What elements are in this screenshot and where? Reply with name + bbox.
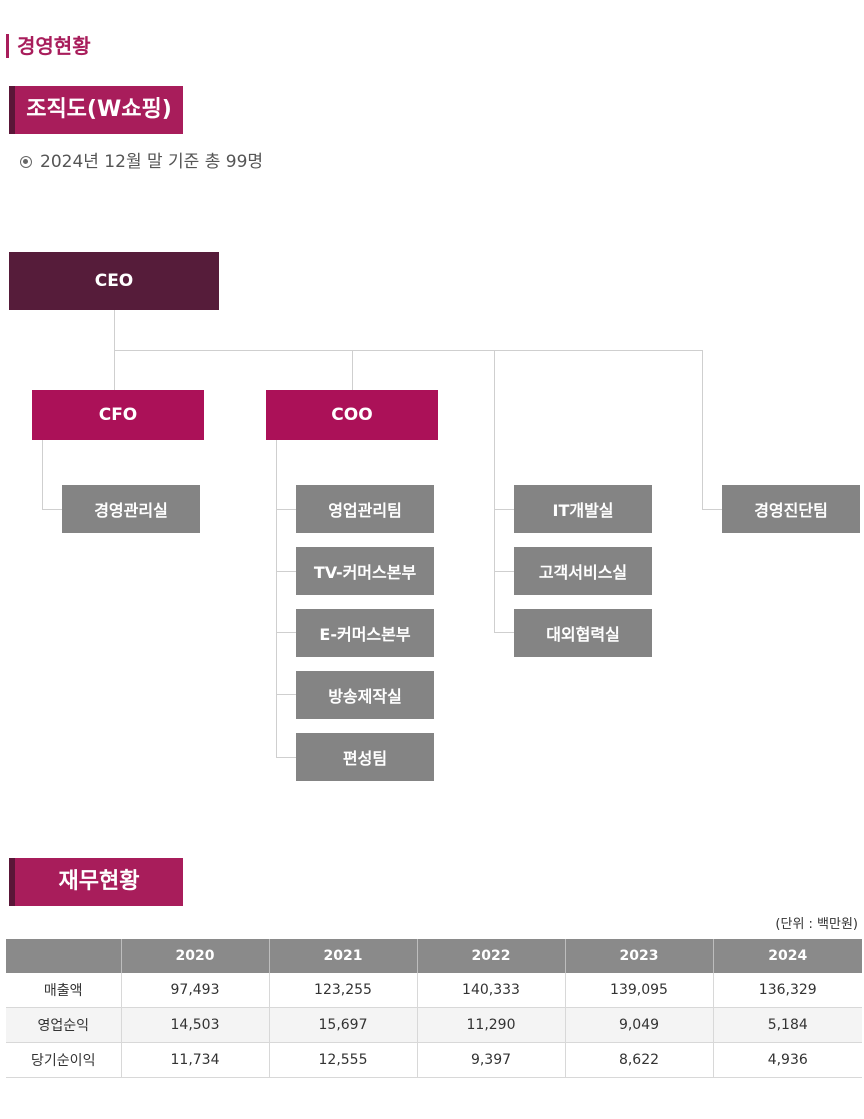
org-node-ceo: CEO bbox=[9, 252, 219, 310]
org-node-dept: TV-커머스본부 bbox=[296, 547, 434, 595]
table-row: 매출액 97,493 123,255 140,333 139,095 136,3… bbox=[6, 973, 862, 1008]
org-node-dept: 고객서비스실 bbox=[514, 547, 652, 595]
table-cell: 97,493 bbox=[120, 973, 269, 1008]
column-header: 2020 bbox=[120, 939, 269, 973]
connector-line bbox=[276, 440, 277, 758]
org-node-coo: COO bbox=[266, 390, 438, 440]
column-header: 2023 bbox=[564, 939, 713, 973]
column-header: 2021 bbox=[268, 939, 417, 973]
connector-line bbox=[494, 632, 514, 633]
table-cell: 12,555 bbox=[268, 1042, 417, 1078]
org-node-dept: 영업관리팀 bbox=[296, 485, 434, 533]
table-cell: 15,697 bbox=[268, 1007, 417, 1043]
org-node-dept: E-커머스본부 bbox=[296, 609, 434, 657]
connector-line bbox=[42, 440, 43, 510]
org-node-cfo: CFO bbox=[32, 390, 204, 440]
table-cell: 5,184 bbox=[712, 1007, 862, 1043]
connector-line bbox=[276, 571, 296, 572]
column-header: 2022 bbox=[416, 939, 565, 973]
table-cell: 4,936 bbox=[712, 1042, 862, 1078]
table-header-row: 2020 2021 2022 2023 2024 bbox=[6, 939, 862, 973]
connector-line bbox=[276, 757, 296, 758]
org-node-dept: 경영관리실 bbox=[62, 485, 200, 533]
table-row: 영업순익 14,503 15,697 11,290 9,049 5,184 bbox=[6, 1007, 862, 1043]
table-cell: 123,255 bbox=[268, 973, 417, 1008]
connector-line bbox=[494, 571, 514, 572]
table-cell: 140,333 bbox=[416, 973, 565, 1008]
connector-line bbox=[702, 509, 722, 510]
connector-line bbox=[702, 350, 703, 510]
table-cell: 8,622 bbox=[564, 1042, 713, 1078]
headcount-note: 2024년 12월 말 기준 총 99명 bbox=[20, 150, 263, 174]
org-node-dept: 대외협력실 bbox=[514, 609, 652, 657]
row-label: 매출액 bbox=[6, 973, 121, 1008]
finance-table: 2020 2021 2022 2023 2024 매출액 97,493 123,… bbox=[6, 939, 862, 1078]
finance-heading: 재무현황 bbox=[9, 858, 183, 906]
row-label: 영업순익 bbox=[6, 1007, 121, 1043]
table-cell: 136,329 bbox=[712, 973, 862, 1008]
connector-line bbox=[276, 632, 296, 633]
unit-label: (단위 : 백만원) bbox=[775, 917, 858, 932]
connector-line bbox=[114, 350, 702, 351]
table-cell: 9,049 bbox=[564, 1007, 713, 1043]
column-header bbox=[6, 939, 121, 973]
org-node-dept: 방송제작실 bbox=[296, 671, 434, 719]
connector-line bbox=[352, 350, 353, 390]
row-label: 당기순이익 bbox=[6, 1042, 121, 1078]
table-cell: 11,290 bbox=[416, 1007, 565, 1043]
connector-line bbox=[42, 509, 62, 510]
radio-bullet-icon bbox=[20, 156, 32, 168]
column-header: 2024 bbox=[712, 939, 862, 973]
connector-line bbox=[276, 694, 296, 695]
org-node-dept: 경영진단팀 bbox=[722, 485, 860, 533]
table-cell: 9,397 bbox=[416, 1042, 565, 1078]
page-title: 경영현황 bbox=[6, 34, 91, 58]
headcount-text: 2024년 12월 말 기준 총 99명 bbox=[40, 152, 264, 172]
org-chart-heading: 조직도(W쇼핑) bbox=[9, 86, 183, 134]
table-cell: 11,734 bbox=[120, 1042, 269, 1078]
connector-line bbox=[494, 350, 495, 633]
table-cell: 139,095 bbox=[564, 973, 713, 1008]
org-node-dept: IT개발실 bbox=[514, 485, 652, 533]
connector-line bbox=[494, 509, 514, 510]
table-cell: 14,503 bbox=[120, 1007, 269, 1043]
org-node-dept: 편성팀 bbox=[296, 733, 434, 781]
table-row: 당기순이익 11,734 12,555 9,397 8,622 4,936 bbox=[6, 1042, 862, 1078]
connector-line bbox=[276, 509, 296, 510]
